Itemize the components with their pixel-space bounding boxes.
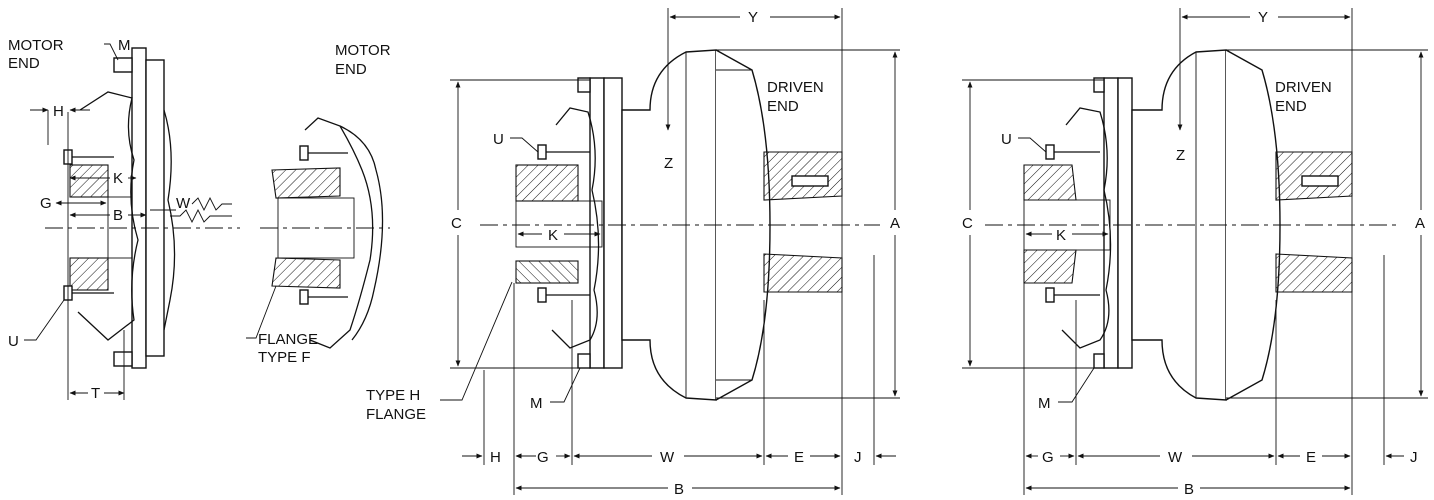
type-h-flange-label-line1: TYPE H [366, 387, 420, 404]
flange-ring [145, 59, 165, 357]
dim-y-label: Y [1258, 9, 1268, 26]
bolt-m-label: M [530, 395, 543, 412]
bolt-m-leader [550, 367, 581, 403]
bolt-m-leader [104, 43, 119, 61]
flange-type-f-leader [246, 285, 277, 339]
motor-housing-outline [1061, 107, 1112, 349]
bolt-u-label: U [8, 333, 19, 350]
dim-c-label: C [962, 215, 973, 232]
dim-b-label: B [113, 207, 123, 224]
bore [107, 196, 133, 259]
dim-j-label: J [854, 449, 862, 466]
dim-a-label: A [890, 215, 900, 232]
bolt-u-bottom-head [537, 287, 547, 303]
bolt-u-leader [510, 137, 539, 153]
dim-y-label: Y [748, 9, 758, 26]
bolt-m-top [1093, 77, 1105, 93]
dim-k-label: K [1056, 227, 1066, 244]
break-line [339, 125, 384, 341]
hub-upper [515, 164, 579, 202]
bolt-u-bottom-head [1045, 287, 1055, 303]
dim-k-label: K [113, 170, 123, 187]
dim-c-label: C [451, 215, 462, 232]
motor-flange [1103, 77, 1119, 369]
hub-upper [1023, 164, 1077, 201]
bore [515, 200, 603, 248]
coupling-housing-left [621, 49, 717, 401]
tapered-hub-lower [271, 257, 341, 289]
dim-g-label: G [40, 195, 52, 212]
dim-j-label: J [1410, 449, 1418, 466]
driven-end-label-line1: DRIVEN [767, 79, 824, 96]
dim-w-zigzag [191, 196, 232, 212]
hub-lower [515, 260, 579, 284]
break-line [163, 109, 176, 331]
bolt-u-label: U [493, 131, 504, 148]
dim-g-label: G [537, 449, 549, 466]
dim-e-label: E [794, 449, 804, 466]
dim-z-label: Z [664, 155, 673, 172]
dim-b-label: B [1184, 481, 1194, 498]
flange-type-f-label-line2: TYPE F [258, 349, 311, 366]
bolt-m-label: M [1038, 395, 1051, 412]
dim-a-label: A [1415, 215, 1425, 232]
dim-w-label: W [176, 195, 191, 212]
bolt-m-top [577, 77, 591, 93]
detail-view-flange-type-f: MOTOR END FLANGE TYPE F [246, 42, 391, 366]
bolt-m-bottom [577, 353, 591, 369]
dim-t-label: T [91, 385, 100, 402]
type-h-flange-label-line2: FLANGE [366, 406, 426, 423]
driven-end-label-line2: END [1275, 98, 1307, 115]
dim-z-label: Z [1176, 147, 1185, 164]
hub-lower [1023, 249, 1077, 284]
bolt-bottom-head [299, 289, 309, 305]
motor-end-label-line2: END [335, 61, 367, 78]
hub-upper [69, 164, 109, 198]
dim-w-label: W [1168, 449, 1183, 466]
bolt-top-head [299, 145, 309, 161]
dim-w-zigzag [170, 208, 232, 224]
adapter-flange [603, 77, 623, 369]
dim-h-label: H [490, 449, 501, 466]
assembly-view-type-h: C A Y Z DRIVEN END U M TYPE H FLANGE [366, 8, 900, 498]
driven-hub-lower [763, 253, 843, 293]
assembly-view-type-f: C A Y Z DRIVEN END U M G W [962, 8, 1428, 498]
driven-end-label-line2: END [767, 98, 799, 115]
bolt-m-top [113, 57, 133, 73]
motor-end-label-line1: MOTOR [8, 37, 64, 54]
type-h-flange-leader [440, 281, 513, 401]
dim-e-label: E [1306, 449, 1316, 466]
driven-end-label-line1: DRIVEN [1275, 79, 1332, 96]
tapered-hub-upper [271, 167, 341, 199]
dim-k-label: K [548, 227, 558, 244]
dim-b-label: B [674, 481, 684, 498]
bolt-u-top-head [537, 144, 547, 160]
bolt-m-leader [1058, 367, 1095, 403]
bolt-u-label: U [1001, 131, 1012, 148]
dim-h-label: H [53, 103, 64, 120]
detail-view-motor-end: MOTOR END H K G B [8, 37, 240, 402]
bolt-u-leader [24, 299, 65, 341]
set-screw [1301, 175, 1339, 187]
bolt-m-bottom [1093, 353, 1105, 369]
motor-end-label-line2: END [8, 55, 40, 72]
motor-end-label-line1: MOTOR [335, 42, 391, 59]
flange-type-f-label-line1: FLANGE [258, 331, 318, 348]
bolt-m-label: M [118, 37, 131, 54]
set-screw [791, 175, 829, 187]
bolt-u-leader [1018, 137, 1047, 153]
adapter-flange [1117, 77, 1133, 369]
hub-lower [69, 257, 109, 291]
bolt-m-bottom [113, 351, 133, 367]
housing-outline [304, 117, 374, 349]
dim-w-label: W [660, 449, 675, 466]
dim-g-label: G [1042, 449, 1054, 466]
bolt-u-top-head [1045, 144, 1055, 160]
driven-hub-lower [1275, 253, 1353, 293]
